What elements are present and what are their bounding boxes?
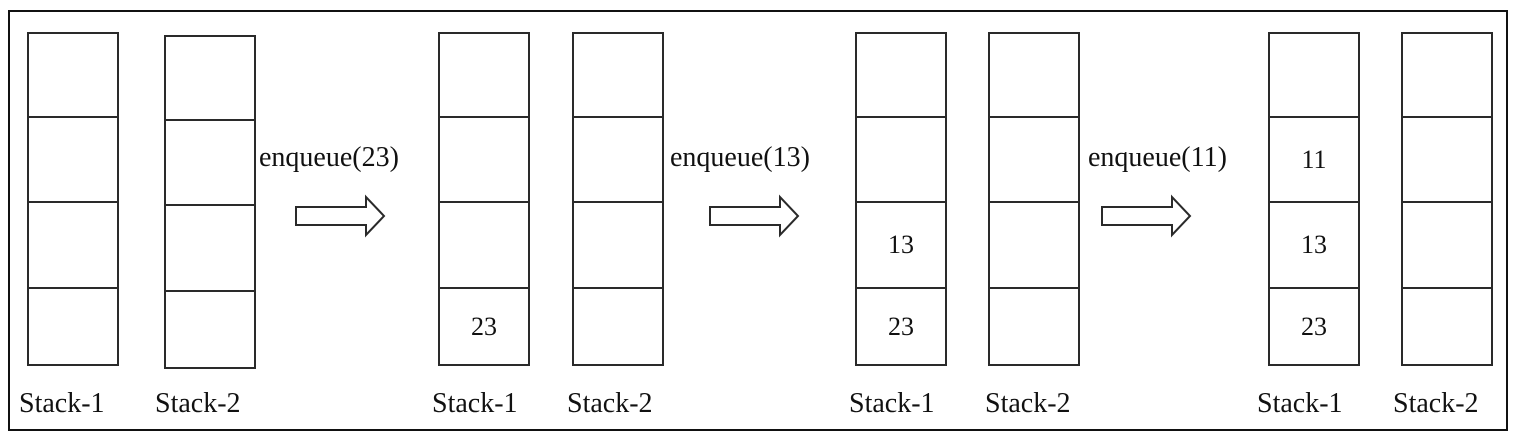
- stack-cell: 23: [857, 287, 945, 364]
- stack-cell: [574, 116, 662, 202]
- stack-1-label: Stack-1: [19, 388, 105, 419]
- operation-label: enqueue(13): [670, 142, 810, 173]
- stack-cell: 13: [1270, 201, 1358, 287]
- stack-1-label: Stack-1: [849, 388, 935, 419]
- stack-cell: [990, 287, 1078, 364]
- stack-cell: [857, 116, 945, 202]
- stack-cell: 11: [1270, 116, 1358, 202]
- stack-cell: 23: [1270, 287, 1358, 364]
- stack-cell: [166, 37, 254, 121]
- stack-cell: [440, 116, 528, 202]
- stack-2-stage-0: [164, 35, 256, 369]
- stack-cell: [29, 34, 117, 118]
- stack-cell: [857, 34, 945, 118]
- stack-cell: [440, 201, 528, 287]
- stack-2-label: Stack-2: [1393, 388, 1479, 419]
- operation-label: enqueue(23): [259, 142, 399, 173]
- stack-2-label: Stack-2: [985, 388, 1071, 419]
- stack-cell: [574, 287, 662, 364]
- stack-cell: [1403, 116, 1491, 202]
- stack-cell: [990, 116, 1078, 202]
- right-arrow-icon: [1101, 194, 1192, 238]
- stack-cell: [574, 201, 662, 287]
- stack-2-stage-1: [572, 32, 664, 366]
- operation-label: enqueue(11): [1088, 142, 1227, 173]
- right-arrow-icon: [295, 194, 386, 238]
- stack-cell: [1403, 287, 1491, 364]
- stack-cell: [166, 119, 254, 205]
- right-arrow-icon: [709, 194, 800, 238]
- stack-2-stage-3: [1401, 32, 1493, 366]
- stack-cell: [990, 34, 1078, 118]
- stack-cell: [990, 201, 1078, 287]
- stack-cell: [1270, 34, 1358, 118]
- stack-1-stage-0: [27, 32, 119, 366]
- stack-1-stage-1: 23: [438, 32, 530, 366]
- stack-cell: [1403, 34, 1491, 118]
- stack-1-label: Stack-1: [432, 388, 518, 419]
- stack-cell: [29, 116, 117, 202]
- stack-cell: [29, 201, 117, 287]
- stack-1-label: Stack-1: [1257, 388, 1343, 419]
- stack-cell: [440, 34, 528, 118]
- diagram-frame: [8, 10, 1508, 431]
- stack-cell: [166, 204, 254, 290]
- stack-cell: [166, 290, 254, 367]
- stack-2-stage-2: [988, 32, 1080, 366]
- stack-1-stage-2: 13 23: [855, 32, 947, 366]
- stack-2-label: Stack-2: [567, 388, 653, 419]
- stack-cell: [574, 34, 662, 118]
- stack-cell: [1403, 201, 1491, 287]
- stack-cell: 23: [440, 287, 528, 364]
- stack-cell: 13: [857, 201, 945, 287]
- stack-cell: [29, 287, 117, 364]
- stack-2-label: Stack-2: [155, 388, 241, 419]
- stack-1-stage-3: 11 13 23: [1268, 32, 1360, 366]
